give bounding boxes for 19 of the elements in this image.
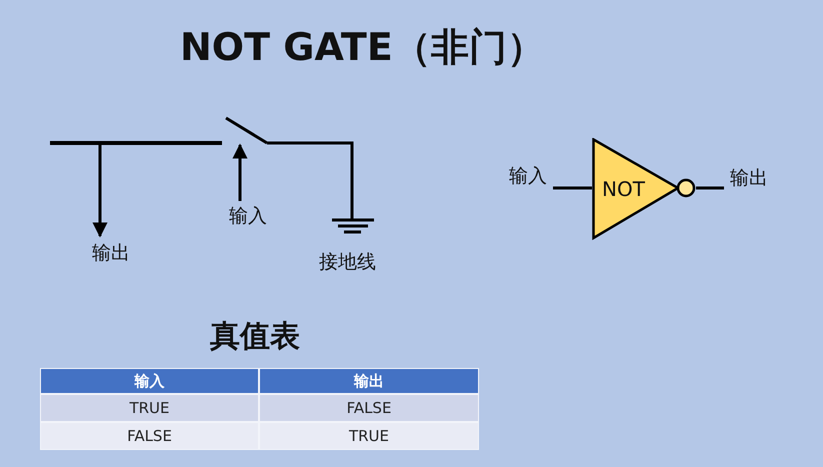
signal-label: 输入 [223,201,273,231]
table-cell: TRUE [40,394,259,422]
signal-label: 输出 [86,236,136,270]
table-cell: TRUE [259,422,479,450]
wire [50,141,222,145]
table-cell: FALSE [259,394,479,422]
table-title: 真值表 [210,318,300,356]
title: NOT GATE（非门） [180,24,545,71]
signal-label: 输入 [503,162,553,190]
table-cell: FALSE [40,422,259,450]
arrow [92,145,108,238]
arrow [232,144,248,201]
wire [553,186,592,190]
signal-label: 输出 [724,164,774,192]
wire [696,186,724,190]
switch-blade [224,116,270,145]
ground-label: 接地线 [319,250,376,275]
table-header-cell: 输出 [259,368,479,394]
table-header-cell: 输入 [40,368,259,394]
